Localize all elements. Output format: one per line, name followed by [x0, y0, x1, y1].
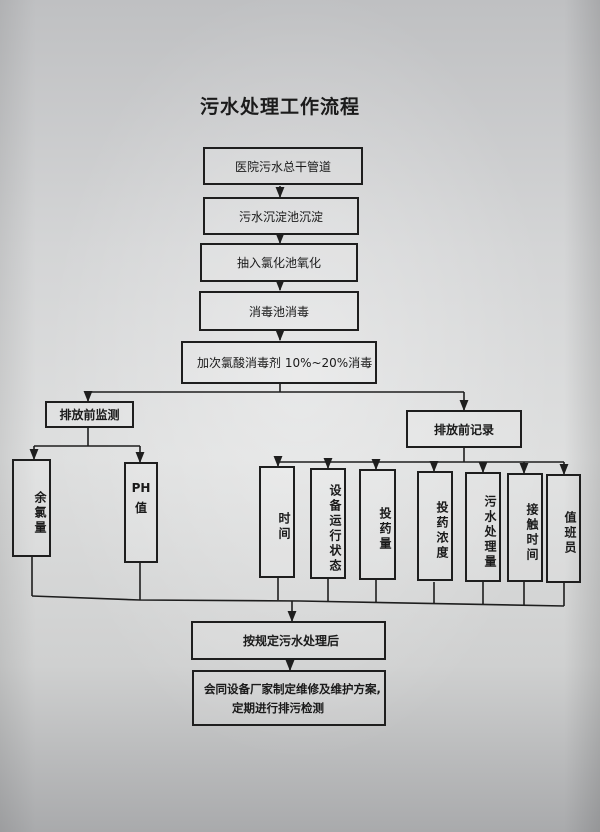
step-label: 加次氯酸消毒剂 10%~20%消毒 — [197, 356, 373, 370]
step-label: 消毒池消毒 — [248, 304, 309, 319]
after-treatment: 按规定污水处理后 — [191, 621, 386, 660]
step-label: 抽入氯化池氧化 — [236, 256, 321, 270]
final-line-2: 定期进行排污检测 — [232, 701, 324, 715]
step-sedimentation: 污水沉淀池沉淀 — [203, 197, 359, 235]
step-label: 污水沉淀池沉淀 — [238, 209, 323, 224]
item-duty-staff: 值班员 — [546, 474, 581, 583]
step-label: 医院污水总干管道 — [234, 159, 331, 174]
record-before-discharge: 排放前记录 — [406, 410, 522, 448]
item-ph-value: PH值 — [124, 462, 158, 563]
item-sewage-volume: 污水处理量 — [465, 472, 501, 582]
item-dosage: 投药量 — [359, 469, 396, 580]
item-contact-time: 接触时间 — [507, 473, 543, 582]
step-hypochlorite: 加次氯酸消毒剂 10%~20%消毒 — [181, 341, 377, 384]
page-title: 污水处理工作流程 — [200, 96, 361, 118]
item-residual-chlorine: 余氯量 — [12, 459, 51, 557]
step-chlorination: 抽入氯化池氧化 — [200, 243, 358, 282]
monitor-before-discharge: 排放前监测 — [45, 401, 134, 428]
step-main-pipe: 医院污水总干管道 — [203, 147, 363, 185]
step-disinfection-pool: 消毒池消毒 — [199, 291, 359, 331]
branch-label: 排放前记录 — [433, 422, 494, 437]
item-time: 时间 — [259, 466, 295, 578]
item-dosage-concentration: 投药浓度 — [417, 471, 453, 581]
after-label: 按规定污水处理后 — [243, 634, 340, 648]
branch-label: 排放前监测 — [59, 408, 120, 422]
final-maintenance: 会同设备厂家制定维修及维护方案, 定期进行排污检测 — [192, 670, 386, 726]
final-line-1: 会同设备厂家制定维修及维护方案, — [204, 682, 381, 696]
item-equipment-status: 设备运行状态 — [310, 468, 346, 579]
